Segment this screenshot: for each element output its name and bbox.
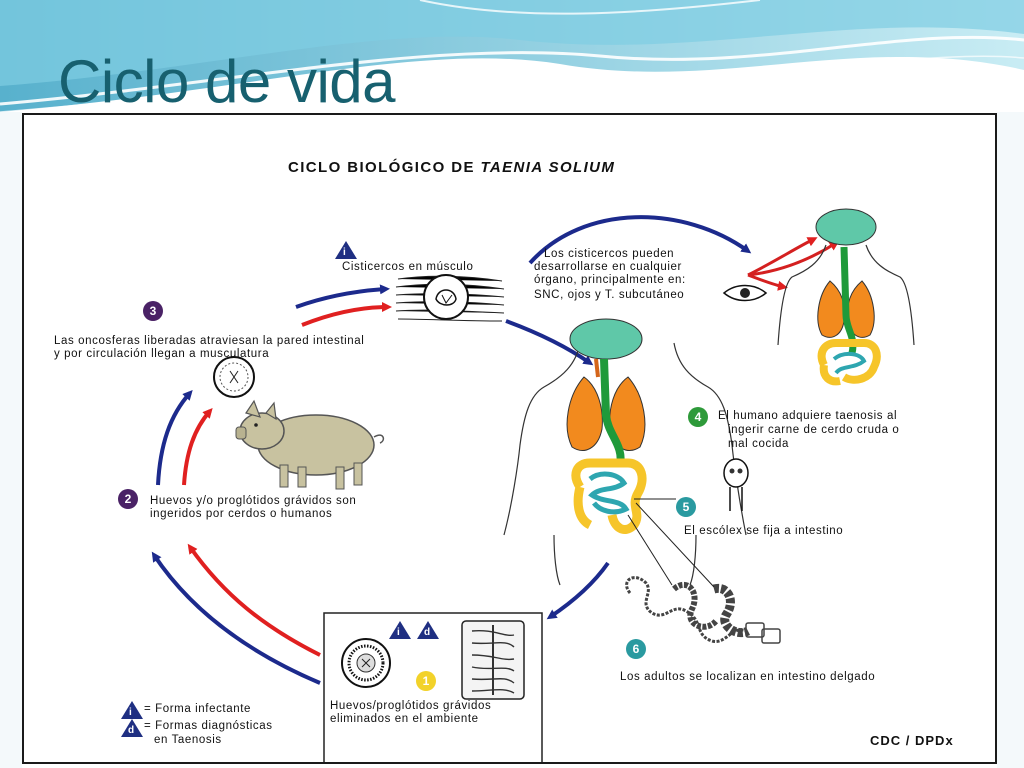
arrow-human-to-1-blue bbox=[546, 561, 610, 620]
legend-diagnostic-text-1: = Formas diagnósticas bbox=[144, 720, 273, 732]
diagram-heading-prefix: CICLO BIOLÓGICO DE bbox=[288, 159, 481, 176]
stage-1-label-line-1: Huevos/proglótidos grávidos bbox=[330, 700, 492, 712]
stage-number-2: 2 bbox=[118, 489, 138, 509]
triangle-badge-i-icon bbox=[389, 621, 411, 639]
stage-number-6: 6 bbox=[626, 639, 646, 659]
badge-letter-d: d bbox=[424, 627, 431, 638]
arrow-1-to-2-red bbox=[187, 543, 321, 657]
slide-title: Ciclo de vida bbox=[58, 48, 396, 115]
stage-3-label-line-2: y por circulación llegan a musculatura bbox=[54, 348, 270, 360]
arrow-3-to-cyst-red bbox=[301, 302, 392, 327]
cyst-organs-label-line-2: desarrollarse en cualquier bbox=[534, 261, 682, 273]
muscle-cyst-icon bbox=[395, 274, 505, 322]
triangle-badge-i-icon bbox=[335, 241, 357, 259]
pointer-lines bbox=[627, 498, 715, 588]
scolex-icon bbox=[723, 458, 749, 511]
cycle-arrows bbox=[151, 215, 752, 685]
legend-infective-text: = Forma infectante bbox=[144, 703, 252, 715]
proglottid-icon bbox=[461, 620, 525, 700]
stage-2-label-line-1: Huevos y/o proglótidos grávidos son bbox=[150, 495, 357, 507]
diagram-artwork bbox=[121, 208, 915, 762]
stage-4-label-line-3: mal cocida bbox=[728, 438, 789, 450]
human-body-small-icon bbox=[777, 208, 915, 386]
legend-letter-i: i bbox=[129, 707, 132, 718]
diagram-heading: CICLO BIOLÓGICO DE TAENIA SOLIUM bbox=[288, 159, 615, 177]
stage-1-label-line-2: eliminados en el ambiente bbox=[330, 713, 479, 725]
badge-letter-i: i bbox=[343, 247, 346, 258]
arrow-2-to-3-blue bbox=[156, 390, 193, 486]
stage-number-3: 3 bbox=[143, 301, 163, 321]
badge-letter-i: i bbox=[397, 627, 400, 638]
stage-5-label: El escólex se fija a intestino bbox=[684, 525, 844, 537]
cyst-organs-label-line-3: órgano, principalmente en: bbox=[534, 274, 686, 286]
diagram-heading-species: TAENIA SOLIUM bbox=[480, 159, 616, 176]
arrow-cyst-to-human-blue bbox=[505, 319, 594, 366]
stage-number-1: 1 bbox=[416, 671, 436, 691]
legend-diagnostic-text-2: en Taenosis bbox=[154, 734, 222, 746]
cyst-organs-label-line-4: SNC, ojos y T. subcutáneo bbox=[534, 289, 685, 301]
stage-6-label: Los adultos se localizan en intestino de… bbox=[620, 671, 876, 683]
stage-2-label-line-2: ingeridos por cerdos o humanos bbox=[150, 508, 333, 520]
cyst-organs-label-line-1: Los cisticercos pueden bbox=[544, 248, 675, 260]
stage-number-5: 5 bbox=[676, 497, 696, 517]
triangle-badge-d-icon bbox=[417, 621, 439, 639]
pig-icon bbox=[235, 399, 385, 490]
organ-arrows bbox=[747, 237, 840, 291]
arrow-2-to-3-red bbox=[182, 408, 213, 486]
legend-badge-d-icon bbox=[121, 719, 143, 737]
arrow-3-to-cyst-blue bbox=[295, 284, 390, 309]
stage-number-4: 4 bbox=[688, 407, 708, 427]
egg-icon bbox=[341, 638, 391, 688]
stage-4-label-line-2: ingerir carne de cerdo cruda o bbox=[728, 424, 900, 436]
tapeworm-icon bbox=[625, 576, 781, 644]
human-body-icon bbox=[503, 318, 747, 586]
legend-badge-i-icon bbox=[121, 701, 143, 719]
credit-label: CDC / DPDx bbox=[870, 733, 954, 748]
legend-letter-d: d bbox=[128, 725, 135, 736]
cyst-label: Cisticercos en músculo bbox=[342, 261, 474, 273]
arrow-cyst-to-organs-blue bbox=[528, 215, 752, 265]
stage-4-label-line-1: El humano adquiere taenosis al bbox=[718, 410, 898, 422]
life-cycle-diagram: i i d i d CICLO BIOLÓGICO DE TAENIA SOLI… bbox=[22, 113, 997, 764]
oncosphere-icon bbox=[213, 356, 255, 398]
arrow-1-to-2-blue bbox=[151, 551, 321, 685]
stage-3-label-line-1: Las oncosferas liberadas atraviesan la p… bbox=[54, 335, 365, 347]
eye-icon bbox=[722, 284, 768, 302]
